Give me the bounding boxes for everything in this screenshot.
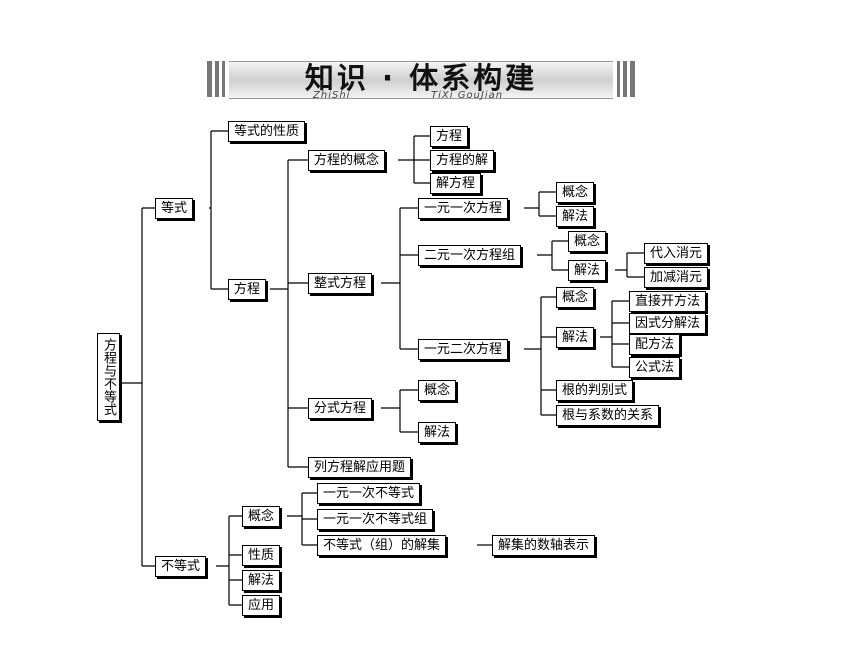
node-bd-jiefa: 解法: [242, 570, 281, 591]
node-yyyc-jiefa: 解法: [556, 206, 595, 227]
banner-subtitle-left: ZhiShi: [313, 90, 351, 101]
banner-stripe: [207, 61, 212, 97]
node-fenshi: 分式方程: [308, 398, 373, 419]
banner-stripe: [215, 61, 219, 97]
node-bd-shuzhou: 解集的数轴表示: [492, 535, 596, 556]
node-ey-jiefa: 解法: [568, 260, 607, 281]
banner-stripe: [222, 61, 225, 97]
node-bd-yingyong: 应用: [242, 595, 281, 616]
node-gainian-jie: 方程的解: [430, 150, 495, 171]
node-yiyuan-yici: 一元一次方程: [418, 198, 509, 219]
node-bd-xingzhi: 性质: [242, 545, 281, 566]
node-fangcheng: 方程: [228, 279, 267, 300]
node-lie: 列方程解应用题: [308, 457, 412, 478]
node-budengshi: 不等式: [155, 556, 207, 577]
node-fs-gainian: 概念: [418, 380, 457, 401]
node-yiyuan-erci: 一元二次方程: [418, 339, 509, 360]
node-ye-gongshi: 公式法: [629, 357, 681, 378]
node-fangcheng-gainian: 方程的概念: [308, 150, 386, 171]
banner-stripe: [630, 61, 635, 97]
node-zhengshi: 整式方程: [308, 273, 373, 294]
node-fs-jiefa: 解法: [418, 422, 457, 443]
banner-band: [229, 61, 613, 99]
banner-stripe: [617, 61, 620, 97]
node-gainian-jiefangcheng: 解方程: [430, 173, 482, 194]
node-ye-xishu: 根与系数的关系: [556, 405, 660, 426]
node-bd-zu: 一元一次不等式组: [317, 509, 434, 530]
banner-stripe: [623, 61, 627, 97]
node-ye-zhijie: 直接开方法: [629, 291, 707, 312]
node-bd-yiyuan: 一元一次不等式: [317, 483, 421, 504]
node-bd-jieji: 不等式（组）的解集: [317, 535, 447, 556]
root-node: 方程与不等式: [97, 333, 120, 421]
node-dengshi: 等式: [155, 198, 194, 219]
node-gainian-fangcheng: 方程: [430, 126, 469, 147]
node-ye-gainian: 概念: [556, 287, 595, 308]
node-ye-jiefa: 解法: [556, 327, 595, 348]
banner-subtitle-right: TiXi GouJian: [431, 90, 504, 101]
node-bd-gainian: 概念: [242, 506, 281, 527]
node-ye-yinshi: 因式分解法: [629, 313, 707, 334]
node-ey-jiajian: 加减消元: [644, 267, 709, 288]
node-dengshi-xingzhi: 等式的性质: [228, 121, 306, 142]
node-yyyc-gainian: 概念: [556, 182, 595, 203]
node-ye-panbie: 根的判别式: [556, 380, 634, 401]
node-ey-gainian: 概念: [568, 231, 607, 252]
node-ey-dairu: 代入消元: [644, 243, 709, 264]
node-ye-peifang: 配方法: [629, 334, 681, 355]
node-eryuan: 二元一次方程组: [418, 245, 522, 266]
section-banner: 知识 · 体系构建 ZhiShi TiXi GouJian: [205, 58, 637, 102]
banner-title: 知识 · 体系构建: [304, 61, 538, 95]
